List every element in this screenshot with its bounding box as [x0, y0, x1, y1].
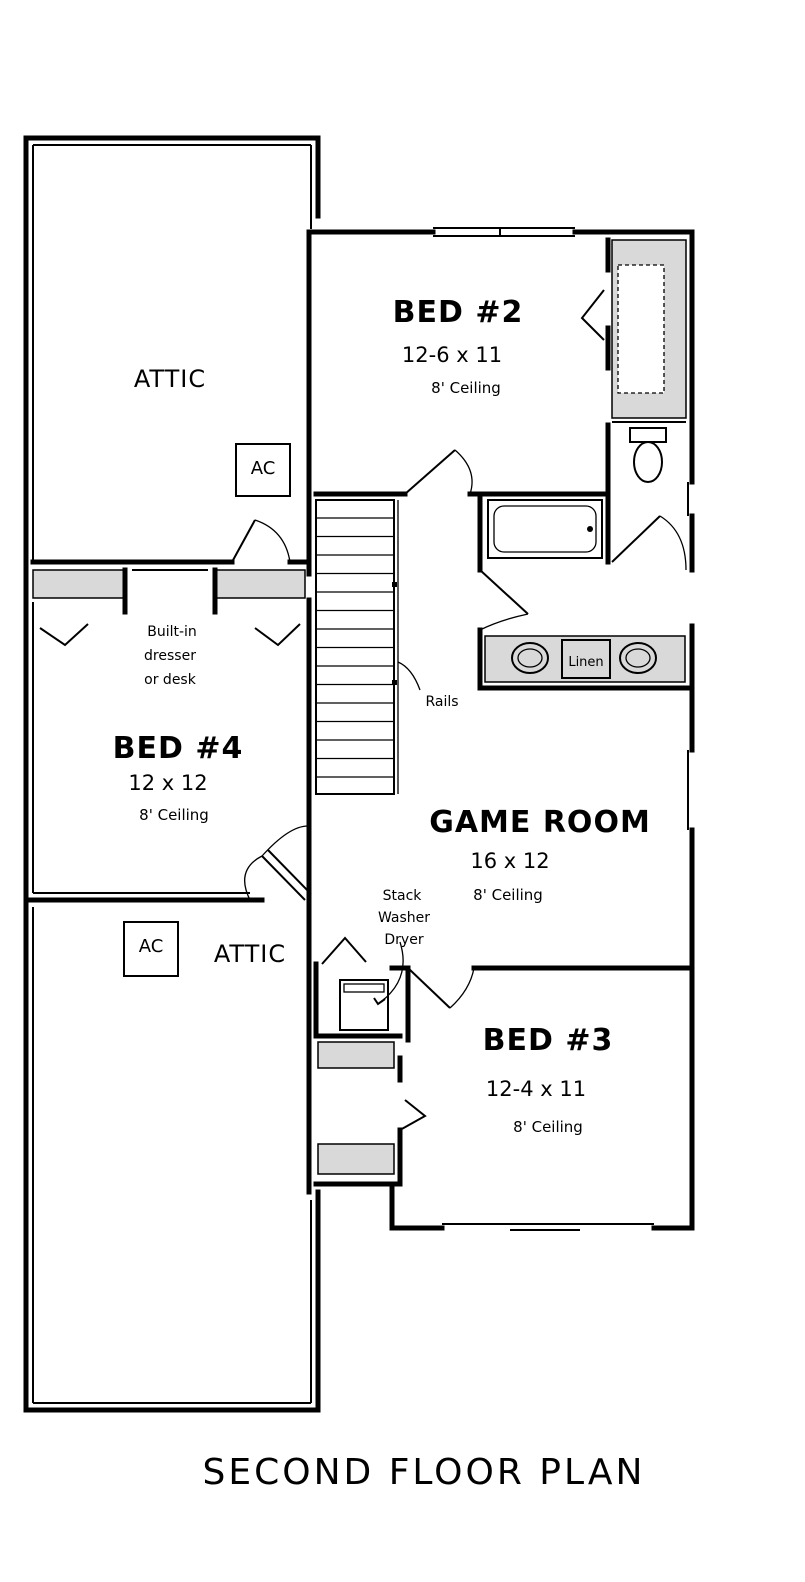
walls — [23, 135, 695, 1413]
washer-dryer — [339, 979, 389, 1031]
ac-lower-label: AC — [139, 936, 164, 957]
sink-left — [511, 642, 549, 674]
toilet-tank — [629, 427, 667, 443]
laundry-line3: Dryer — [384, 932, 423, 948]
builtin-line1: Built-in — [147, 624, 197, 640]
doors — [39, 289, 687, 1131]
labels: ATTIC AC BED #2 12-6 x 11 8' Ceiling Bui… — [113, 295, 651, 1493]
laundry-line2: Washer — [378, 910, 430, 926]
staircase — [315, 499, 421, 795]
game-room-name: GAME ROOM — [429, 805, 651, 840]
bed3-size: 12-4 x 11 — [486, 1077, 586, 1101]
game-room-size: 16 x 12 — [470, 849, 549, 873]
linen-cabinet — [561, 639, 611, 679]
builtin-line3: or desk — [144, 672, 197, 688]
bed2-name: BED #2 — [393, 295, 524, 330]
sink-right — [619, 642, 657, 674]
bed3-closet-shelf-top — [317, 1041, 395, 1069]
rails-label: Rails — [425, 694, 458, 710]
attic-lower-label: ATTIC — [214, 940, 286, 968]
bed3-closet-shelf-bottom — [317, 1143, 395, 1175]
bed3-ceiling: 8' Ceiling — [513, 1118, 583, 1136]
bed2-size: 12-6 x 11 — [402, 343, 502, 367]
ac-unit-lower — [123, 921, 179, 977]
bed4-size: 12 x 12 — [128, 771, 207, 795]
bed4-name: BED #4 — [113, 731, 244, 766]
linen-label: Linen — [568, 655, 603, 670]
game-room-ceiling: 8' Ceiling — [473, 886, 543, 904]
plan-title: SECOND FLOOR PLAN — [203, 1452, 646, 1493]
bed4-closet-shelf-left — [32, 569, 126, 599]
bed3-name: BED #3 — [483, 1023, 614, 1058]
fixtures — [123, 427, 667, 1031]
bathtub — [487, 499, 603, 559]
attic-upper-label: ATTIC — [134, 365, 206, 393]
ac-upper-label: AC — [251, 458, 276, 479]
toilet-bowl — [633, 441, 663, 483]
bed4-ceiling: 8' Ceiling — [139, 806, 209, 824]
builtin-line2: dresser — [144, 648, 196, 664]
laundry-line1: Stack — [383, 888, 423, 904]
bed2-ceiling: 8' Ceiling — [431, 379, 501, 397]
ac-unit-upper — [235, 443, 291, 497]
bed4-closet-shelf-right — [214, 569, 306, 599]
